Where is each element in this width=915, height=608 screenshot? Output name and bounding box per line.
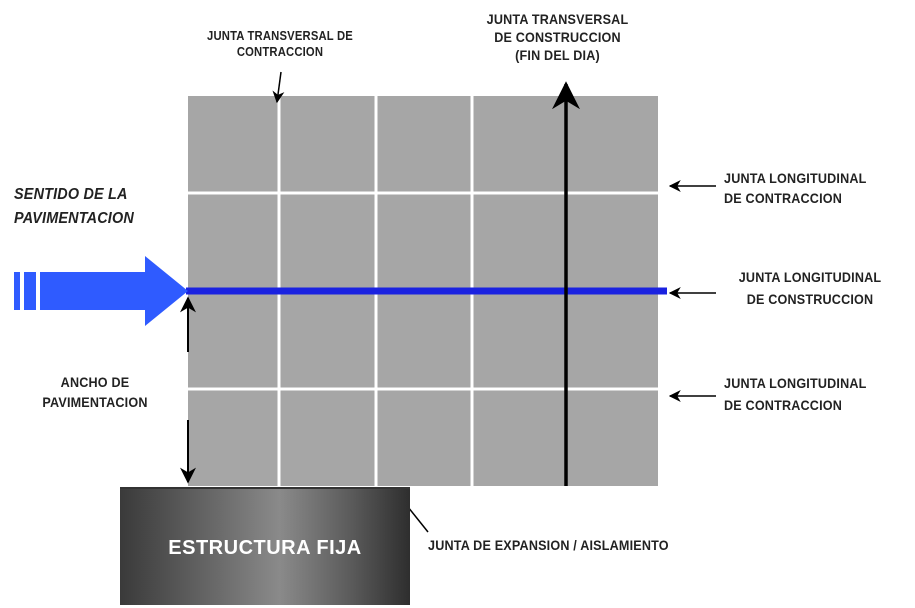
label-paving-direction: SENTIDO DE LA PAVIMENTACION <box>14 186 134 227</box>
fixed-structure: ESTRUCTURA FIJA <box>120 487 410 605</box>
label-paving-width: ANCHO DE PAVIMENTACION <box>42 374 148 410</box>
longitudinal-contraction-joints <box>188 191 658 391</box>
label-longitudinal-contraction-top: JUNTA LONGITUDINAL DE CONTRACCION <box>724 170 867 206</box>
label-transverse-construction: JUNTA TRANSVERSAL DE CONSTRUCCION (FIN D… <box>486 11 629 63</box>
label-expansion-joint: JUNTA DE EXPANSION / AISLAMIENTO <box>428 537 669 553</box>
label-longitudinal-construction: JUNTA LONGITUDINAL DE CONSTRUCCION <box>738 269 882 307</box>
label-longitudinal-contraction-bottom: JUNTA LONGITUDINAL DE CONTRACCION <box>724 375 867 413</box>
paving-direction-arrow <box>14 256 188 326</box>
label-transverse-contraction: JUNTA TRANSVERSAL DE CONTRACCION <box>207 29 353 59</box>
pointer-transverse-contraction <box>272 71 285 104</box>
fixed-structure-label: ESTRUCTURA FIJA <box>168 537 362 559</box>
